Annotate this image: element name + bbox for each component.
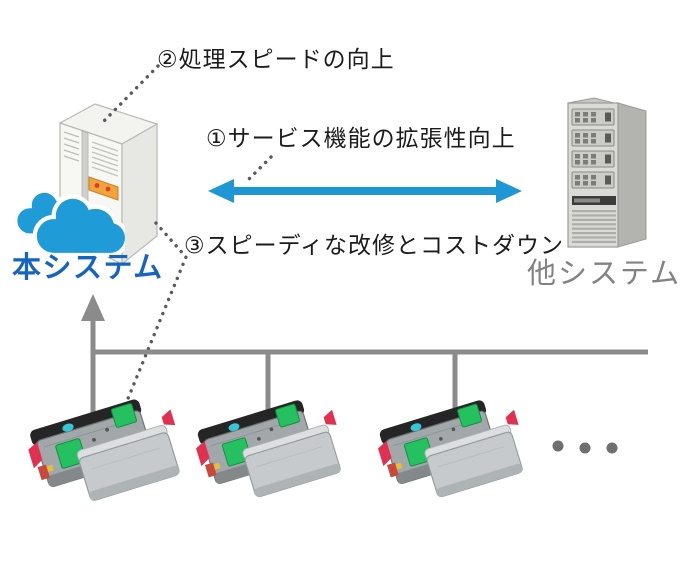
ellipsis-dots <box>552 440 618 454</box>
leader-line-benefit-3 <box>118 221 188 420</box>
leader-line-benefit-1 <box>244 155 273 184</box>
leader-line-benefit-2 <box>102 64 160 123</box>
this-system-label: 本システム <box>12 252 164 284</box>
ticket-gate-pair-2 <box>194 396 342 507</box>
server-status-panel <box>88 176 119 201</box>
benefit-1-label: ①サービス機能の拡張性向上 <box>206 125 516 151</box>
ticket-gate-pair-1 <box>26 395 181 511</box>
benefit-2-label: ②処理スピードの向上 <box>157 46 395 72</box>
benefit-3-label: ③スピーディな改修とコストダウン <box>184 232 565 258</box>
other-system-server-icon <box>567 97 647 248</box>
ticket-gate-pair-3 <box>376 396 524 507</box>
other-system-label: 他システム <box>527 258 682 290</box>
server-drive-bays <box>571 108 615 189</box>
double-arrow-systems <box>208 179 522 203</box>
cloud-icon <box>13 189 125 258</box>
up-arrowhead <box>81 294 105 321</box>
network-bus <box>90 318 648 420</box>
